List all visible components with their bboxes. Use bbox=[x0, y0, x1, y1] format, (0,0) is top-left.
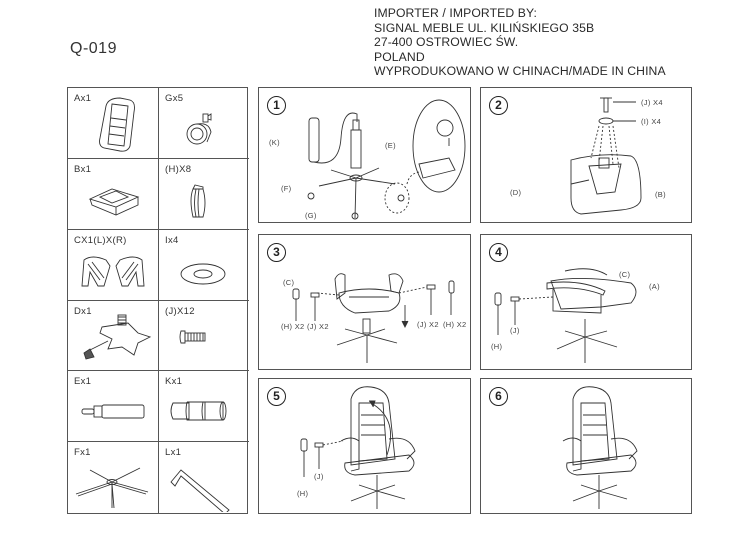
step-tag: (C) bbox=[283, 278, 295, 287]
part-label: Fx1 bbox=[74, 447, 91, 459]
step-2-panel: 2 (J) X4 (I) X4 (D) (B) bbox=[480, 87, 692, 223]
part-label: Kx1 bbox=[165, 376, 183, 388]
part-cell-d: Dx1 bbox=[68, 300, 159, 372]
part-cell-g: Gx5 bbox=[159, 88, 249, 159]
importer-line: SIGNAL MEBLE UL. KILIŃSKIEGO 35B bbox=[374, 20, 595, 35]
step-number: 5 bbox=[267, 387, 286, 406]
backrest-icon bbox=[99, 97, 135, 152]
step-tag: (H) X2 bbox=[281, 322, 305, 331]
allen-key-icon bbox=[170, 469, 230, 513]
step-tag: (H) bbox=[297, 489, 309, 498]
part-cell-c: CX1(L)X(R) bbox=[68, 229, 159, 301]
step-number: 2 bbox=[489, 96, 508, 115]
step-1-panel: 1 (K) (E) (F) (G) bbox=[258, 87, 471, 223]
assembled-chair-illustration bbox=[562, 386, 638, 509]
step-number: 1 bbox=[267, 96, 286, 115]
gas-lift-icon bbox=[81, 404, 145, 419]
screw-cap-icon bbox=[190, 184, 206, 218]
part-cell-f: Fx1 bbox=[68, 442, 159, 513]
bolt-icon bbox=[179, 330, 206, 343]
part-label: (J)X12 bbox=[165, 305, 195, 317]
part-label: Gx5 bbox=[165, 93, 184, 104]
part-cell-l: Lx1 bbox=[159, 442, 249, 513]
part-cell-e: Ex1 bbox=[68, 371, 159, 443]
step-4-panel: 4 (C) (A) (J) (H) bbox=[480, 234, 692, 370]
part-cell-a: Ax1 bbox=[68, 88, 159, 159]
base-assembly-illustration bbox=[307, 99, 466, 220]
armrest-assembly-illustration bbox=[292, 273, 455, 363]
step-tag: (J) X2 bbox=[417, 320, 439, 329]
step-tag: (K) bbox=[269, 138, 280, 147]
star-base-icon bbox=[75, 467, 149, 509]
step-number: 3 bbox=[267, 243, 286, 262]
washer-icon bbox=[180, 263, 226, 285]
part-label: Ex1 bbox=[74, 376, 92, 388]
step-tag: (B) bbox=[655, 190, 666, 199]
part-label: Lx1 bbox=[165, 447, 182, 459]
part-label: Ix4 bbox=[165, 234, 179, 246]
step-tag: (C) bbox=[619, 270, 631, 279]
importer-line: WYPRODUKOWANO W CHINACH/MADE IN CHINA bbox=[374, 64, 666, 79]
part-label: Dx1 bbox=[74, 305, 92, 317]
parts-list: Ax1 Gx5 Bx1 (H)X8 bbox=[67, 87, 249, 514]
step-tag: (G) bbox=[305, 211, 317, 220]
step-tag: (D) bbox=[510, 188, 522, 197]
importer-line: POLAND bbox=[374, 49, 425, 64]
final-bolt-illustration bbox=[300, 386, 416, 509]
part-cell-j: (J)X12 bbox=[159, 301, 249, 372]
part-cell-i: Ix4 bbox=[159, 230, 249, 301]
part-label: Bx1 bbox=[74, 163, 92, 175]
step-tag: (F) bbox=[281, 184, 292, 193]
part-cell-b: Bx1 bbox=[68, 158, 159, 230]
importer-line: IMPORTER / IMPORTED BY: bbox=[374, 6, 538, 20]
caster-wheel-icon bbox=[186, 113, 212, 145]
seat-cushion-icon bbox=[88, 188, 140, 216]
step-5-panel: 5 (J) (H) bbox=[258, 378, 471, 514]
step-tag: (H) bbox=[491, 342, 503, 351]
armrests-icon bbox=[81, 256, 145, 287]
tilt-mechanism-icon bbox=[83, 314, 152, 360]
part-label: Ax1 bbox=[74, 93, 92, 104]
step-tag: (H) X2 bbox=[443, 320, 467, 329]
importer-info: IMPORTER / IMPORTED BY: SIGNAL MEBLE UL.… bbox=[374, 6, 666, 79]
part-cell-k: Kx1 bbox=[159, 371, 249, 443]
step-tag: (I) X4 bbox=[641, 117, 662, 126]
importer-line: 27-400 OSTROWIEC ŚW. bbox=[374, 35, 519, 50]
model-code: Q-019 bbox=[70, 40, 117, 57]
seat-mechanism-illustration bbox=[570, 97, 642, 215]
step-tag: (J) bbox=[314, 472, 324, 481]
step-tag: (J) bbox=[510, 326, 520, 335]
step-number: 6 bbox=[489, 387, 508, 406]
step-tag: (A) bbox=[649, 282, 660, 291]
part-label: CX1(L)X(R) bbox=[74, 234, 127, 246]
step-6-panel: 6 bbox=[480, 378, 692, 514]
backrest-attach-illustration bbox=[494, 268, 637, 363]
part-cell-h: (H)X8 bbox=[159, 159, 249, 230]
step-tag: (J) X4 bbox=[641, 98, 663, 107]
part-label: (H)X8 bbox=[165, 163, 192, 175]
telescopic-cover-icon bbox=[170, 401, 227, 421]
step-3-panel: 3 (C) (H) X2 (J) X2 (J) X2 (H) X2 bbox=[258, 234, 471, 370]
step-tag: (J) X2 bbox=[307, 322, 329, 331]
step-number: 4 bbox=[489, 243, 508, 262]
step-tag: (E) bbox=[385, 141, 396, 150]
